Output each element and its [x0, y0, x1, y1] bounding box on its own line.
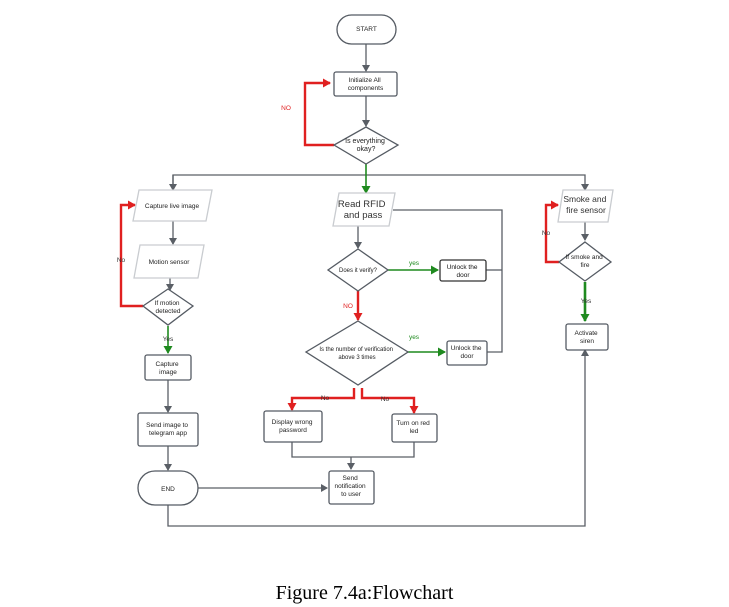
- edge-no-left: [287, 388, 356, 411]
- if-smoke-label: If smoke and fire: [565, 254, 604, 269]
- end-label: END: [161, 486, 175, 493]
- capture-image-label: Capture image: [156, 361, 181, 376]
- siren-label: Activate siren: [575, 330, 600, 345]
- verify-decision: [326, 248, 390, 292]
- edge-no-init: [303, 78, 334, 147]
- smoke-sensor-label: Smoke and fire sensor: [563, 194, 608, 215]
- edge-unlock-loop: [393, 209, 503, 353]
- edge-no-right: [360, 388, 419, 414]
- no-left-label: No: [321, 395, 330, 402]
- if-motion-decision: [141, 288, 195, 326]
- edge-no-smoke: [544, 200, 559, 264]
- check-label: Is everything okay?: [345, 138, 387, 153]
- init-process: [333, 71, 398, 97]
- edge-no-motion: [119, 200, 143, 308]
- flowchart: START Initialize All components Is every…: [117, 14, 614, 527]
- yes-motion-label: Yes: [163, 336, 174, 343]
- end-terminal: [137, 470, 199, 506]
- attempts-label: Is the number of verification above 3 ti…: [319, 347, 394, 361]
- attempts-decision: [304, 320, 410, 386]
- send-image-label: Send image to telegram app: [146, 422, 190, 437]
- check-decision: [332, 126, 400, 165]
- capture-live-input: [132, 189, 213, 222]
- unlock-door-2-process: [446, 340, 488, 366]
- yes-smoke-label: Yes: [581, 298, 592, 305]
- start-label: START: [356, 26, 377, 33]
- rfid-input: [332, 192, 396, 227]
- figure-caption: Figure 7.4a:Flowchart: [275, 582, 454, 604]
- no-right-label: No: [381, 396, 390, 403]
- verify-label: Does it verify?: [339, 268, 378, 274]
- motion-sensor-label: Motion sensor: [149, 259, 191, 266]
- edge-check-branches: [172, 174, 589, 192]
- wrong-pw-label: Display wrong password: [272, 419, 315, 434]
- edge-redled-notify: [351, 442, 415, 458]
- if-smoke-decision: [557, 241, 613, 282]
- init-label: Initialize All components: [348, 77, 384, 92]
- yes-verify-label: yes: [409, 260, 420, 267]
- edge-wrongpw-notify: [291, 442, 351, 458]
- smoke-sensor-input: [557, 189, 614, 223]
- no-init-label: NO: [281, 105, 291, 112]
- rfid-label: Read RFID and pass: [338, 199, 388, 221]
- siren-process: [565, 323, 609, 351]
- no-verify-label: NO: [343, 303, 353, 310]
- red-led-process: [391, 413, 438, 443]
- notify-process: [328, 470, 375, 505]
- red-led-label: Turn on red led: [396, 420, 431, 435]
- no-smoke-label: No: [542, 230, 551, 237]
- edge-end-siren: [167, 349, 589, 527]
- capture-image-process: [144, 354, 192, 381]
- start-terminal: [336, 14, 397, 45]
- wrong-password-process: [263, 410, 323, 443]
- no-motion-label: No: [117, 257, 126, 264]
- notify-label: Send notification to user: [335, 475, 368, 498]
- yes-attempts-label: yes: [409, 334, 420, 341]
- if-motion-label: If motion detected: [155, 300, 182, 315]
- send-image-process: [137, 412, 199, 447]
- unlock2-label: Unlock the door: [451, 345, 484, 360]
- capture-live-label: Capture live image: [145, 203, 200, 210]
- unlock1-label: Unlock the door: [447, 264, 480, 279]
- motion-sensor-input: [133, 244, 205, 279]
- unlock-door-1-process: [439, 259, 487, 282]
